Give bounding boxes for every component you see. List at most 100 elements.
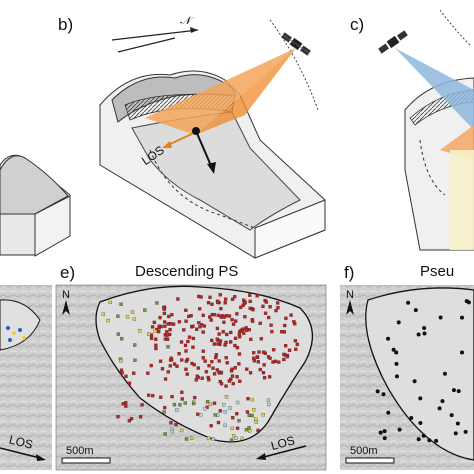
- panel-e: e) Descending PS N 500m LOS: [55, 263, 327, 471]
- ps-point: [191, 401, 196, 406]
- ps-point: [219, 371, 224, 375]
- pseudo-point: [375, 389, 380, 394]
- pseudo-point: [453, 431, 458, 436]
- ps-point: [127, 419, 132, 423]
- pseudo-point: [382, 436, 387, 441]
- ps-point: [259, 337, 264, 341]
- ps-point: [267, 375, 272, 379]
- ps-point: [184, 349, 188, 353]
- pseudo-point: [434, 438, 439, 443]
- ps-point: [180, 390, 184, 395]
- ps-point: [264, 300, 269, 304]
- ps-point: [231, 381, 235, 386]
- ps-point: [137, 329, 142, 333]
- ps-point: [167, 314, 171, 319]
- ps-point: [127, 381, 132, 385]
- pseudo-point: [413, 308, 418, 313]
- ps-point: [152, 320, 157, 325]
- ps-point: [183, 343, 188, 348]
- ps-point: [276, 305, 280, 310]
- ps-point: [209, 318, 213, 322]
- ps-point: [252, 408, 256, 412]
- pseudo-point: [460, 350, 465, 355]
- ps-point: [168, 327, 172, 332]
- ps-point: [267, 402, 271, 407]
- pseudo-point: [397, 427, 402, 432]
- ps-point: [247, 328, 251, 332]
- ps-point: [232, 434, 236, 438]
- los-label-e: LOS: [269, 433, 296, 453]
- ps-point: [235, 412, 239, 416]
- ps-point: [238, 379, 242, 383]
- ps-point: [184, 308, 188, 312]
- ps-point: [245, 367, 249, 371]
- ps-point: [169, 322, 173, 326]
- ps-point: [256, 360, 261, 364]
- ps-point: [243, 315, 247, 319]
- pseudo-point: [381, 392, 386, 397]
- ps-point: [282, 330, 287, 334]
- ps-point: [215, 326, 220, 331]
- ps-point: [124, 404, 128, 408]
- ps-point: [174, 422, 178, 427]
- ps-point: [177, 352, 181, 356]
- ps-point: [208, 295, 212, 300]
- landslide-outline-e: [95, 285, 313, 443]
- pseudo-point: [394, 350, 399, 355]
- ps-point: [163, 333, 167, 337]
- ps-point: [210, 360, 214, 364]
- ps-point: [162, 410, 166, 414]
- ps-point: [208, 402, 213, 406]
- ps-point: [289, 313, 293, 317]
- ps-point: [203, 407, 207, 411]
- pseudo-point: [440, 399, 445, 404]
- ps-point: [211, 437, 215, 441]
- ps-point: [216, 313, 220, 318]
- ps-point: [224, 395, 229, 399]
- panel-f-title: Pseu: [420, 263, 454, 280]
- ps-point: [129, 417, 134, 421]
- ps-point: [266, 355, 271, 359]
- ps-point: [242, 331, 246, 335]
- ps-point: [255, 294, 259, 298]
- satellite-icon-c: [378, 30, 408, 54]
- ps-point: [214, 355, 218, 360]
- pseudo-point: [409, 415, 414, 420]
- ps-point: [149, 336, 154, 340]
- ps-point: [162, 305, 166, 310]
- panel-e-label: e): [60, 263, 75, 282]
- ps-point: [229, 369, 234, 373]
- ps-point: [106, 318, 110, 323]
- ps-point: [187, 314, 191, 319]
- ps-point: [216, 300, 220, 304]
- ps-point: [295, 342, 300, 347]
- ps-point: [199, 295, 203, 299]
- ps-point: [196, 375, 200, 380]
- ps-point: [215, 368, 219, 372]
- ps-point: [240, 436, 244, 441]
- ps-point: [140, 403, 144, 407]
- ps-point: [218, 409, 222, 413]
- ps-point: [245, 410, 250, 414]
- ps-point: [158, 359, 163, 363]
- ps-point: [293, 339, 298, 343]
- panel-c-label: c): [350, 15, 364, 34]
- ps-point: [251, 351, 256, 355]
- ps-point: [196, 366, 201, 370]
- pseudo-point: [459, 315, 464, 320]
- los-label-left: LOS: [8, 432, 35, 451]
- satellite-icon: [281, 32, 311, 56]
- pseudo-point: [421, 433, 426, 438]
- ps-point: [120, 337, 124, 341]
- ps-point: [233, 343, 237, 348]
- ps-point: [163, 337, 168, 341]
- ps-point: [160, 367, 165, 371]
- ps-point: [248, 299, 252, 304]
- ps-point: [241, 303, 245, 307]
- ps-point: [248, 293, 252, 297]
- ps-point: [212, 342, 217, 346]
- ps-point: [210, 338, 214, 343]
- ps-point: [222, 315, 226, 319]
- ps-point: [221, 330, 225, 334]
- ps-point: [284, 316, 288, 320]
